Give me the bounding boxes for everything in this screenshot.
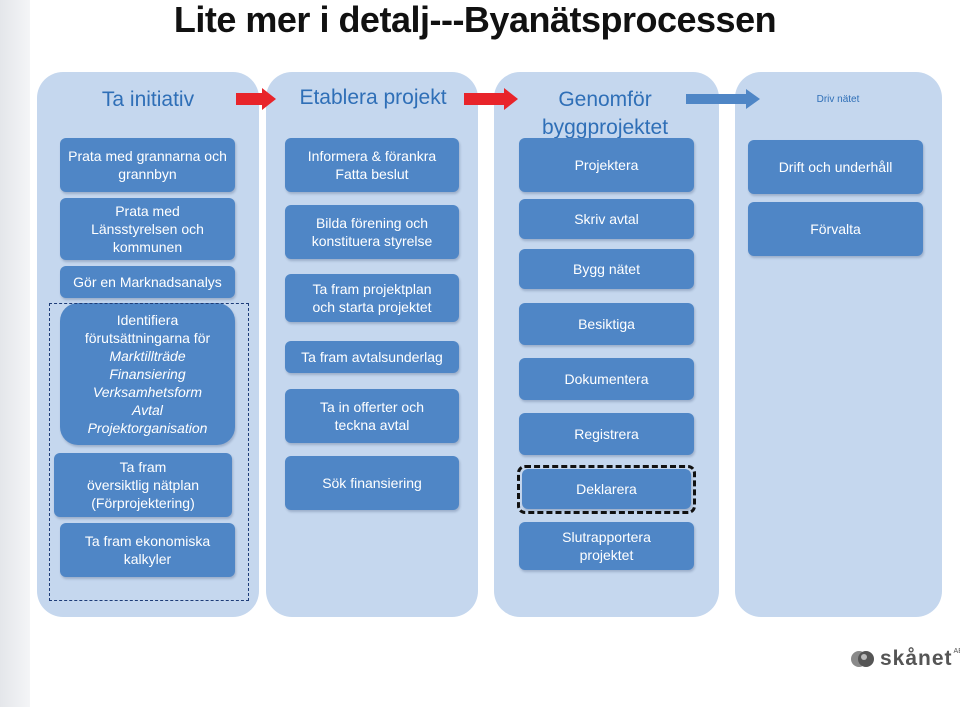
step-bygg-natet[interactable]: Bygg nätet — [519, 249, 694, 289]
step-registrera[interactable]: Registrera — [519, 413, 694, 455]
step-sok-finansiering[interactable]: Sök finansiering — [285, 456, 459, 510]
step-projektera[interactable]: Projektera — [519, 138, 694, 192]
phase-heading-driv-natet: Driv nätet — [816, 94, 860, 105]
step-drift-underhall[interactable]: Drift och underhåll — [748, 140, 923, 194]
arrow-right-icon — [464, 88, 518, 110]
step-forvalta[interactable]: Förvalta — [748, 202, 923, 256]
logo-mark-icon — [851, 651, 874, 667]
logo-sup: AB — [953, 647, 960, 655]
dashed-group-outline — [49, 303, 249, 601]
company-logo: skånet AB — [850, 647, 960, 671]
phase-heading-ta-initiativ: Ta initiativ — [101, 88, 195, 111]
step-avtalsunderlag[interactable]: Ta fram avtalsunderlag — [285, 341, 459, 373]
highlight-frame-deklarera — [517, 465, 696, 514]
step-marknadsanalys[interactable]: Gör en Marknadsanalys — [60, 266, 235, 298]
logo-text: skånet — [880, 647, 953, 670]
page-title: Lite mer i detalj---Byanätsprocessen — [173, 0, 777, 40]
left-edge-band — [0, 0, 30, 707]
step-identifiera-forutsattningar[interactable]: Identifiera förutsättningarna för Markti… — [60, 303, 235, 445]
phase-heading-genomfor: Genomför byggprojektet — [541, 88, 669, 139]
step-deklarera[interactable]: Deklarera — [522, 469, 691, 509]
step-skriv-avtal[interactable]: Skriv avtal — [519, 199, 694, 239]
step-dokumentera[interactable]: Dokumentera — [519, 358, 694, 400]
step-besiktiga[interactable]: Besiktiga — [519, 303, 694, 345]
arrow-right-icon — [686, 89, 760, 109]
arrow-right-icon — [236, 88, 276, 110]
phase-heading-etablera-projekt: Etablera projekt — [299, 86, 447, 109]
